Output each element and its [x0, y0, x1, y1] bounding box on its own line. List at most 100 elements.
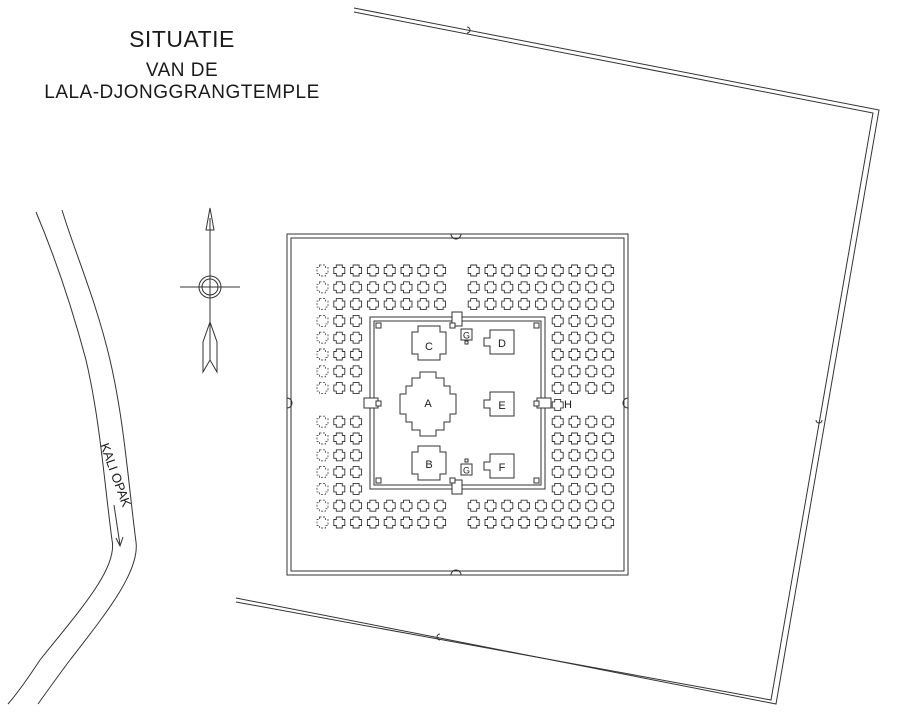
perwara-shrine — [333, 331, 346, 344]
perwara-shrine — [602, 466, 615, 479]
perwara-shrine — [501, 264, 514, 277]
perwara-shrine — [585, 482, 598, 495]
ruined-shrine — [316, 432, 329, 445]
ruined-shrine — [316, 449, 329, 462]
perwara-shrine — [350, 449, 363, 462]
perwara-shrine — [333, 449, 346, 462]
inner-courtyard-wall — [363, 311, 552, 495]
perwara-shrine — [585, 432, 598, 445]
perwara-shrine — [350, 348, 363, 361]
perwara-shrine — [568, 331, 581, 344]
perwara-shrine — [602, 516, 615, 529]
perwara-shrine — [501, 298, 514, 311]
perwara-shrine — [350, 516, 363, 529]
ruined-shrine — [316, 331, 329, 344]
ruined-shrine — [316, 482, 329, 495]
perwara-shrine — [568, 482, 581, 495]
perwara-shrine — [568, 466, 581, 479]
perwara-shrine — [484, 298, 497, 311]
temple-d-label: D — [498, 338, 506, 350]
ruined-shrine — [316, 499, 329, 512]
perwara-shrine — [400, 281, 413, 294]
perwara-shrine — [400, 298, 413, 311]
map-title: SITUATIE — [129, 26, 235, 52]
perwara-shrine — [417, 281, 430, 294]
perwara-shrine — [434, 516, 447, 529]
perwara-shrine — [350, 331, 363, 344]
temple-g-south-label: G — [463, 466, 470, 476]
perwara-shrine — [551, 314, 564, 327]
perwara-shrine — [518, 499, 531, 512]
perwara-shrine — [366, 298, 379, 311]
perwara-shrine — [602, 298, 615, 311]
perwara-shrine — [534, 264, 547, 277]
perwara-shrine — [585, 466, 598, 479]
river-kali-opak: KALI OPAK — [7, 209, 137, 705]
perwara-shrine — [551, 331, 564, 344]
north-arrow-icon — [180, 207, 240, 374]
perwara-shrine — [534, 499, 547, 512]
perwara-shrine — [551, 466, 564, 479]
perwara-shrine — [568, 449, 581, 462]
ruined-shrine — [316, 314, 329, 327]
perwara-shrine — [551, 398, 564, 411]
perwara-shrine — [551, 382, 564, 395]
river-flow-arrow-icon — [113, 504, 124, 548]
perwara-shrine — [333, 348, 346, 361]
perwara-shrine — [400, 264, 413, 277]
perwara-shrine — [568, 264, 581, 277]
perwara-shrine — [383, 298, 396, 311]
ruined-shrine — [316, 382, 329, 395]
perwara-shrine — [551, 281, 564, 294]
perwara-shrine — [400, 516, 413, 529]
temple-d: D — [483, 329, 515, 355]
perwara-shrine — [602, 449, 615, 462]
temple-g-north: G — [460, 328, 473, 345]
perwara-shrine — [518, 516, 531, 529]
temple-g-north-label: G — [463, 331, 470, 341]
perwara-shrine — [585, 415, 598, 428]
perwara-shrine — [568, 499, 581, 512]
perwara-shrine — [333, 432, 346, 445]
outer-compound-wall — [235, 7, 880, 705]
perwara-shrine — [366, 516, 379, 529]
perwara-shrine — [568, 298, 581, 311]
perwara-shrine — [434, 499, 447, 512]
perwara-shrine — [501, 499, 514, 512]
perwara-shrine — [602, 432, 615, 445]
perwara-shrine — [333, 264, 346, 277]
perwara-shrine — [551, 264, 564, 277]
temple-f-label: F — [499, 462, 506, 474]
perwara-shrine — [467, 516, 480, 529]
perwara-shrine — [602, 365, 615, 378]
perwara-shrine — [366, 499, 379, 512]
perwara-shrine — [417, 264, 430, 277]
perwara-shrine — [585, 382, 598, 395]
temple-c-label: C — [425, 341, 433, 353]
ruined-shrine — [316, 466, 329, 479]
perwara-shrine — [400, 499, 413, 512]
title-block: SITUATIE VAN DE LALA-DJONGGRANGTEMPLE — [0, 0, 910, 120]
perwara-shrine — [467, 499, 480, 512]
ruined-shrine — [316, 415, 329, 428]
perwara-shrine — [585, 331, 598, 344]
ruined-shrine — [316, 516, 329, 529]
temple-c: C — [411, 325, 447, 361]
ruined-shrine — [316, 281, 329, 294]
perwara-shrine — [383, 499, 396, 512]
perwara-shrine — [551, 298, 564, 311]
perwara-shrine — [551, 516, 564, 529]
perwara-shrine — [383, 281, 396, 294]
perwara-shrine — [568, 281, 581, 294]
perwara-shrine — [350, 415, 363, 428]
perwara-shrine — [602, 482, 615, 495]
perwara-shrine — [333, 298, 346, 311]
perwara-shrine — [585, 298, 598, 311]
perwara-shrine — [568, 432, 581, 445]
perwara-shrine — [551, 432, 564, 445]
perwara-shrine — [350, 298, 363, 311]
perwara-shrine — [602, 348, 615, 361]
perwara-shrine — [434, 298, 447, 311]
perwara-shrine — [434, 281, 447, 294]
